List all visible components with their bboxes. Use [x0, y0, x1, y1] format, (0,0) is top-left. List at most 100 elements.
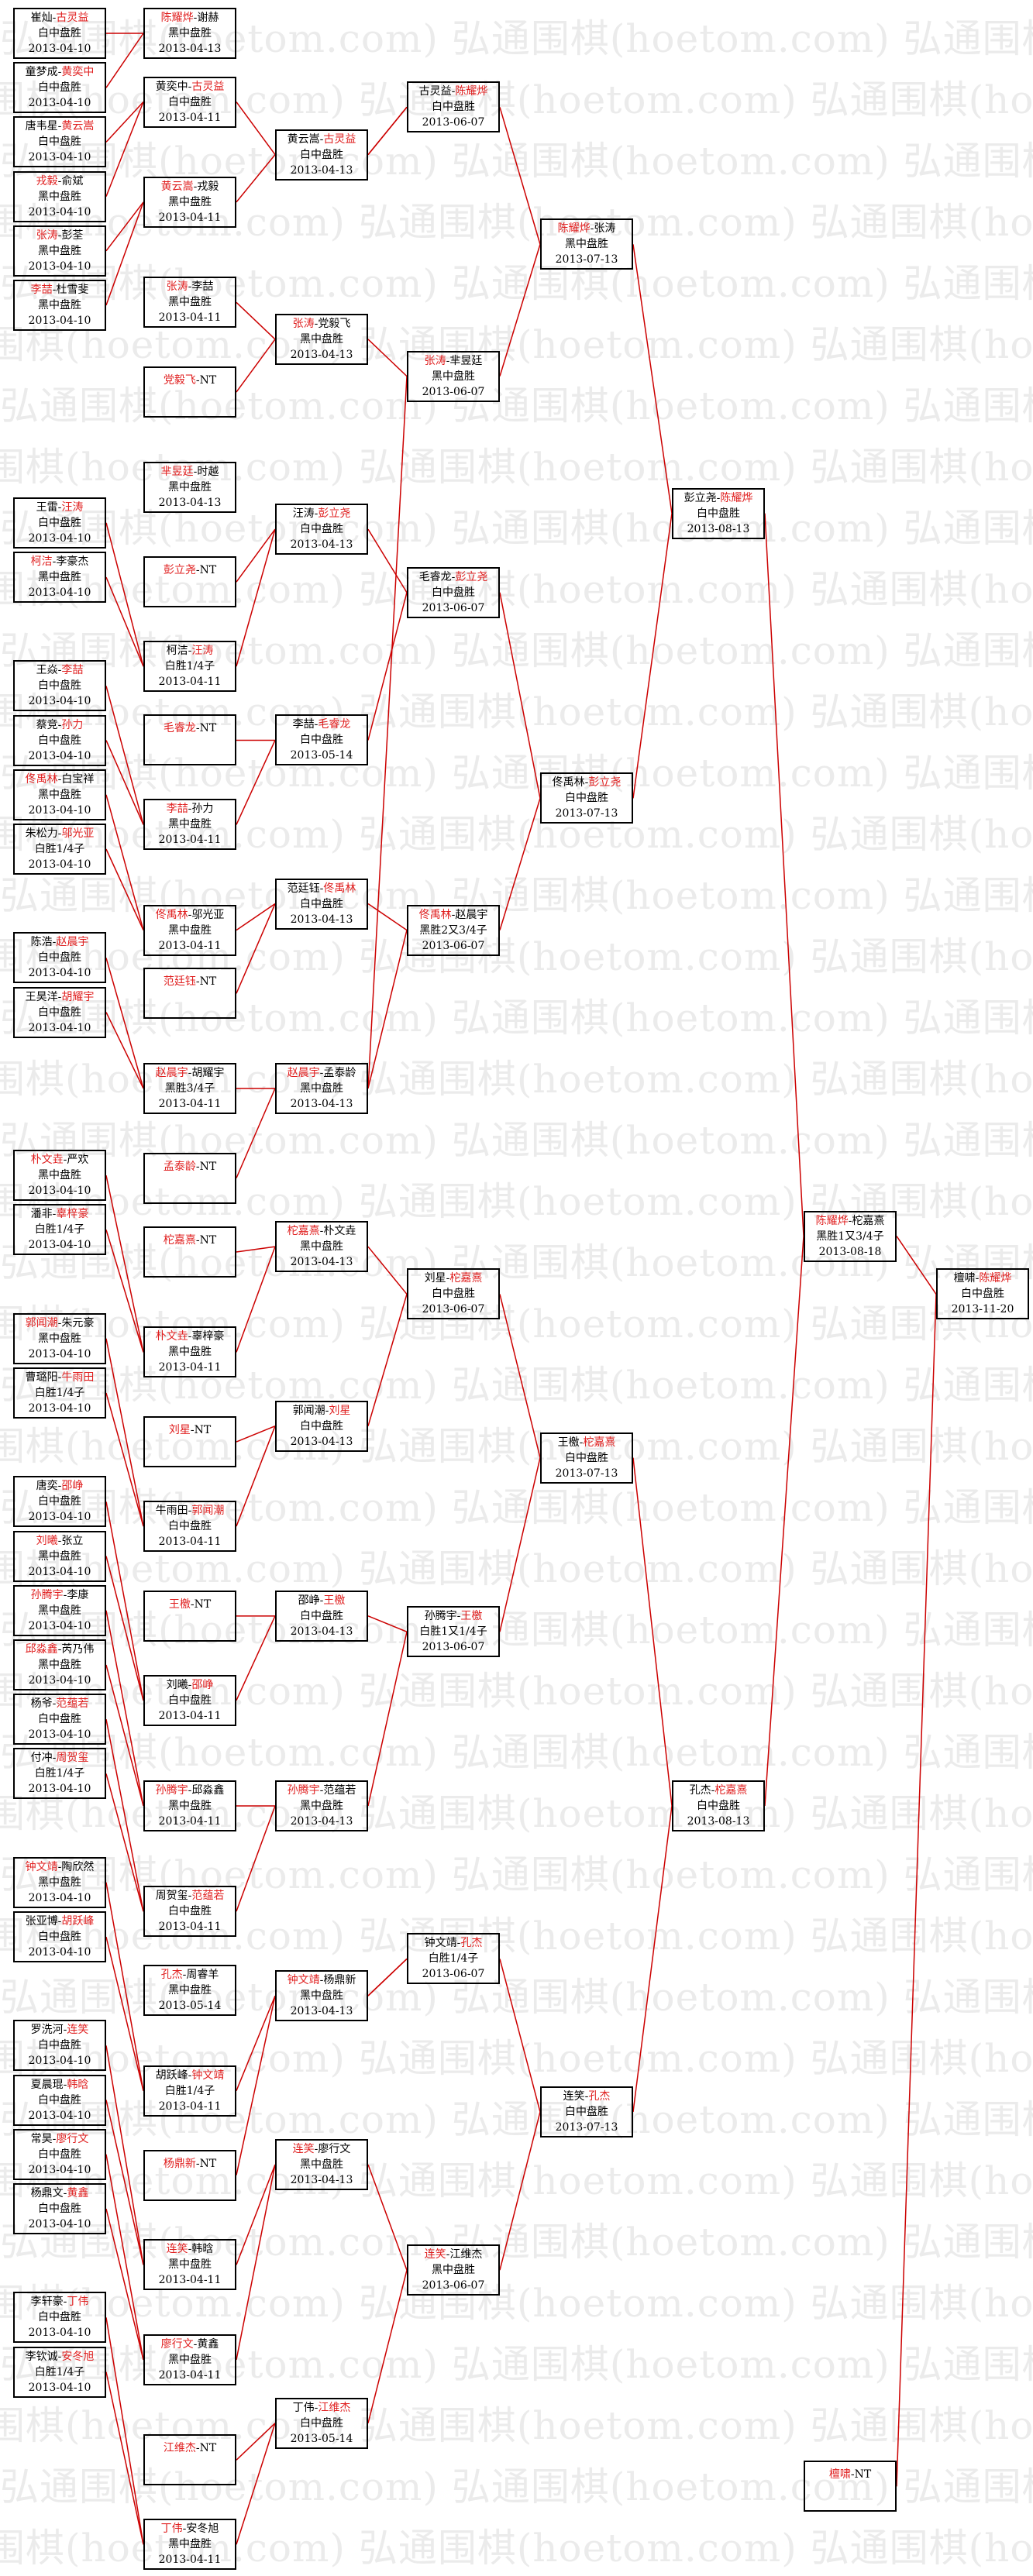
match-date: 2013-04-10 [28, 858, 91, 871]
match-date: 2013-04-10 [28, 2381, 91, 2394]
bracket-line [499, 107, 541, 245]
match-result: 黑中盘胜 [168, 195, 212, 208]
bracket-line [499, 244, 541, 377]
player-white: 牛雨田 [61, 1371, 95, 1384]
player-separator: - [52, 1208, 57, 1221]
player-separator: - [446, 1272, 450, 1285]
player-white: 黄奕中 [61, 66, 95, 79]
player-white: NT [199, 2442, 217, 2455]
match-players: 陈耀烨-谢赫 [145, 10, 235, 26]
match-result: 黑中盘胜 [168, 2258, 212, 2272]
match-players: 连笑-孔杰 [542, 2089, 632, 2104]
bracket-line [236, 101, 276, 156]
match-players: 杨鼎新-NT [145, 2156, 235, 2172]
match-date: 2013-04-10 [28, 315, 91, 327]
bracket-line [105, 522, 144, 667]
match-result: 黑中盘胜 [168, 818, 212, 831]
watermark-text: 弘通围棋(hoetom.com) 弘通围棋(hoetom.com) 弘通围棋(h… [0, 261, 1033, 306]
player-white: 谢赫 [197, 12, 219, 24]
bracket-line [499, 592, 541, 799]
player-separator: - [319, 1066, 324, 1079]
match-players: 赵晨宇-胡耀宇 [145, 1065, 235, 1081]
player-black: 李喆 [292, 718, 315, 731]
match-date: 2013-04-10 [28, 1891, 91, 1904]
match-players: 柁嘉熹-NT [145, 1233, 235, 1248]
match-result: 黑中盘胜 [38, 571, 81, 583]
match-players: 周贺玺-范蕴若 [145, 1888, 235, 1904]
bracket-line [105, 1882, 144, 2091]
player-black: 邵峥 [298, 1594, 320, 1607]
match-players: 孙腾宇-邱淼鑫 [145, 1783, 235, 1798]
match-date: 2013-04-13 [158, 43, 222, 55]
player-white: NT [199, 1160, 217, 1173]
bracket-line [236, 528, 276, 583]
match-players: 陈浩-赵晨宇 [15, 934, 105, 950]
player-white: 钟文靖 [191, 2069, 225, 2082]
bracket-line [367, 592, 408, 741]
bracket-line [896, 1236, 937, 1295]
match-result: 白中盘胜 [38, 951, 81, 965]
player-white: 汪涛 [61, 500, 84, 514]
match-date: 2013-04-10 [28, 1511, 91, 1524]
match-result: 黑中盘胜 [300, 1990, 343, 2003]
match-result: 白中盘胜 [38, 2039, 81, 2052]
player-white: 安冬旭 [186, 2523, 219, 2536]
player-white: 辜梓豪 [56, 1208, 89, 1221]
player-separator: - [52, 284, 57, 296]
player-separator: - [446, 2248, 450, 2261]
bracket-line [105, 1392, 144, 1527]
match-date: 2013-04-11 [158, 2368, 222, 2382]
match-players: 柯洁-汪涛 [145, 643, 235, 659]
player-separator: - [57, 229, 62, 242]
match-date: 2013-07-13 [555, 807, 618, 820]
player-black: 朴文垚 [30, 1154, 64, 1167]
player-white: 毛睿龙 [318, 718, 351, 731]
match-date: 2013-05-14 [290, 749, 353, 762]
player-white: 周睿羊 [186, 1969, 219, 1982]
match-result: 白中盘胜 [300, 1419, 343, 1432]
match-box: 范廷钰-NT [143, 968, 236, 1020]
player-black: 杨鼎新 [163, 2157, 196, 2170]
match-players: 邱淼鑫-芮乃伟 [15, 1642, 105, 1657]
player-separator: - [190, 1598, 195, 1611]
match-result: 黑中盘胜 [565, 238, 608, 251]
bracket-line [236, 1246, 276, 1253]
watermark-text: 弘通围棋(hoetom.com) 弘通围棋(hoetom.com) 弘通围棋(h… [0, 2036, 1033, 2081]
player-black: 范廷钰 [163, 975, 196, 989]
match-players: 张涛-彭荃 [15, 228, 105, 243]
player-separator: - [52, 1697, 57, 1711]
bracket-line [105, 101, 144, 143]
player-white: 彭立尧 [588, 776, 622, 789]
player-white: 孙力 [61, 718, 84, 731]
match-date: 2013-04-10 [28, 695, 91, 708]
player-white: 李康 [67, 1588, 89, 1601]
bracket-line [105, 740, 144, 825]
player-white: 孙力 [191, 803, 214, 816]
player-white: 胡跃峰 [61, 1915, 95, 1928]
match-result: 白中盘胜 [38, 679, 81, 693]
player-black: 王焱 [36, 664, 58, 677]
player-white: 范蕴若 [56, 1697, 89, 1711]
player-white: 江维杰 [449, 2248, 483, 2261]
player-separator: - [57, 1371, 62, 1384]
bracket-line [105, 1012, 144, 1089]
player-white: 严欢 [67, 1154, 89, 1167]
bracket-line [105, 2154, 144, 2361]
player-separator: - [584, 776, 589, 789]
match-players: 刘曦-邵峥 [145, 1677, 235, 1693]
match-date: 2013-04-13 [290, 163, 353, 177]
bracket-line [105, 1230, 144, 1353]
player-black: 邱淼鑫 [25, 1643, 58, 1656]
player-black: 杨鼎文 [30, 2187, 64, 2199]
player-white: 周贺玺 [56, 1752, 89, 1765]
